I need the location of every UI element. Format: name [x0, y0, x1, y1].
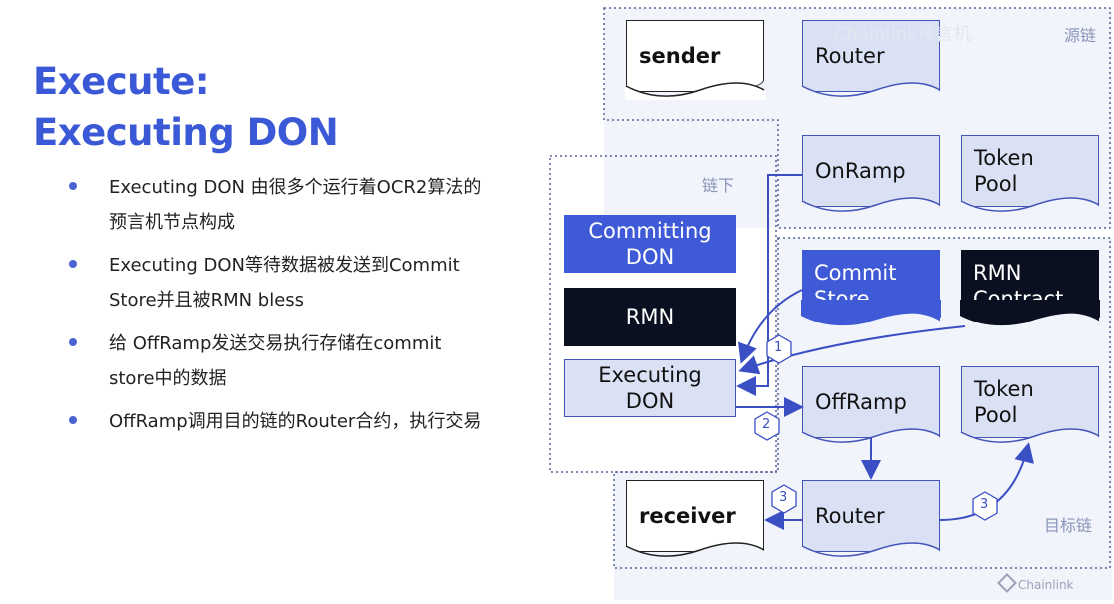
- sender-node: sender: [626, 20, 764, 92]
- bullet-item: Executing DON等待数据被发送到Commit Store并且被RMN …: [66, 249, 486, 318]
- offramp-label: OffRamp: [815, 390, 907, 414]
- bullet-dot-icon: [69, 416, 77, 424]
- bullet-dot-icon: [69, 338, 77, 346]
- bullet-list: Executing DON 由很多个运行着OCR2算法的预言机节点构成 Exec…: [66, 171, 486, 449]
- onramp-to-executing-arrow: [736, 174, 802, 396]
- commit-store-label: Commit Store: [814, 261, 897, 311]
- step-3-badge-receiver: 3: [779, 490, 788, 505]
- destination-chain-label: 目标链: [1044, 516, 1093, 535]
- bullet-text: 给 OffRamp发送交易执行存储在commit store中的数据: [109, 333, 442, 389]
- bullet-dot-icon: [69, 182, 77, 190]
- bullet-dot-icon: [69, 260, 77, 268]
- onramp-node: OnRamp: [802, 135, 940, 207]
- token-pool-destination-node: Token Pool: [961, 366, 1099, 438]
- bullet-text: Executing DON等待数据被发送到Commit Store并且被RMN …: [109, 255, 460, 311]
- bullet-text: Executing DON 由很多个运行着OCR2算法的预言机节点构成: [109, 177, 482, 233]
- sender-label: sender: [639, 44, 721, 68]
- title-line-2: Executing DON: [33, 111, 339, 154]
- executing-don-label: Executing DON: [598, 363, 702, 413]
- step-3-badge-token-pool: 3: [980, 497, 989, 512]
- token-pool-source-label: Token Pool: [974, 146, 1034, 196]
- router-source-label: Router: [815, 44, 885, 68]
- watermark-top: Chainlink预言机: [834, 24, 972, 45]
- onramp-label: OnRamp: [815, 159, 906, 183]
- step-1-badge: 1: [774, 340, 783, 355]
- committing-don-label: Committing DON: [588, 219, 712, 269]
- offramp-node: OffRamp: [802, 366, 940, 438]
- watermark-bottom: Chainlink: [1018, 578, 1074, 592]
- receiver-label: receiver: [639, 504, 736, 528]
- slide-title: Execute: Executing DON: [33, 56, 339, 158]
- title-line-1: Execute:: [33, 60, 210, 103]
- bullet-text: OffRamp调用目的链的Router合约，执行交易: [109, 411, 482, 432]
- executing-don-node: Executing DON: [564, 359, 736, 417]
- rmn-node: RMN: [564, 288, 736, 346]
- router-destination-label: Router: [815, 504, 885, 528]
- router-source-node: Router: [802, 20, 940, 92]
- bullet-item: 给 OffRamp发送交易执行存储在commit store中的数据: [66, 327, 486, 396]
- rmn-contract-to-executing-arrow: [738, 325, 966, 375]
- commit-store-to-executing-arrow: [738, 289, 803, 364]
- step-2-badge: 2: [762, 417, 771, 432]
- bullet-item: OffRamp调用目的链的Router合约，执行交易: [66, 405, 486, 440]
- router-destination-node: Router: [802, 480, 940, 552]
- offchain-label: 链下: [702, 176, 735, 195]
- source-chain-label: 源链: [1064, 26, 1097, 45]
- token-pool-destination-label: Token Pool: [974, 377, 1034, 427]
- rmn-label: RMN: [625, 305, 675, 329]
- committing-don-node: Committing DON: [564, 215, 736, 273]
- bullet-item: Executing DON 由很多个运行着OCR2算法的预言机节点构成: [66, 171, 486, 240]
